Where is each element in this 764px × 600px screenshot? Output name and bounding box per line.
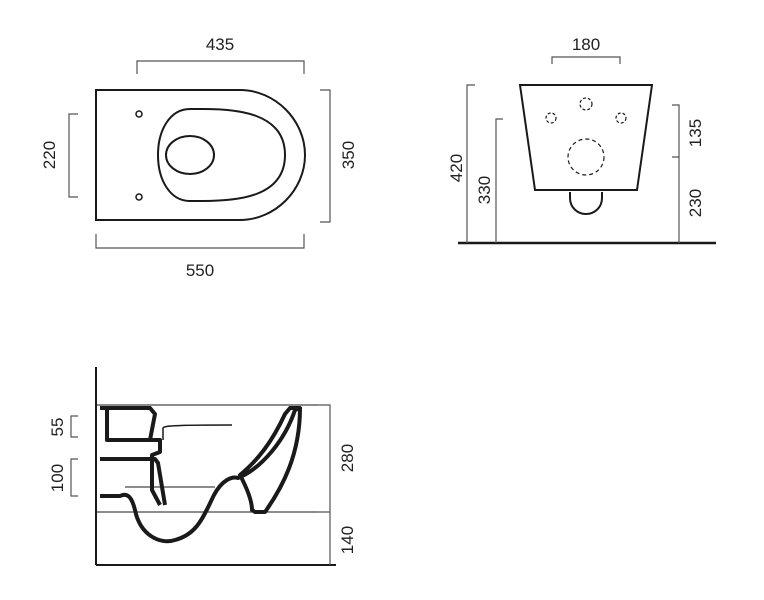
dim-180-line bbox=[551, 56, 621, 64]
bolt-hole-icon bbox=[545, 112, 557, 124]
top-view bbox=[68, 60, 331, 249]
dim-435-label: 435 bbox=[206, 35, 234, 54]
water-inlet-icon bbox=[567, 138, 605, 176]
dim-135-line bbox=[672, 104, 680, 158]
dim-100-label: 100 bbox=[48, 464, 67, 492]
dim-180-label: 180 bbox=[572, 35, 600, 54]
dim-350-label: 350 bbox=[339, 141, 358, 169]
fixing-hole-icon bbox=[135, 110, 143, 118]
dim-220-line bbox=[68, 113, 78, 198]
front-view-outline bbox=[518, 84, 654, 191]
fixing-hole-icon bbox=[135, 193, 143, 201]
dim-55-label: 55 bbox=[48, 418, 67, 437]
top-view-trap bbox=[165, 135, 215, 175]
dim-230-label: 230 bbox=[686, 189, 705, 217]
dim-280-line bbox=[318, 404, 331, 513]
dim-135-label: 135 bbox=[686, 119, 705, 147]
dim-330-line bbox=[495, 118, 503, 243]
dim-435-line bbox=[136, 60, 305, 74]
front-view bbox=[458, 56, 716, 245]
dim-140-label: 140 bbox=[338, 526, 357, 554]
dim-55-line bbox=[70, 415, 78, 438]
top-view-rim bbox=[156, 108, 287, 202]
bowl-profile bbox=[100, 406, 302, 544]
dim-280-label: 280 bbox=[338, 444, 357, 472]
top-view-outline bbox=[95, 89, 307, 221]
dim-350-line bbox=[320, 89, 331, 223]
dim-100-line bbox=[70, 458, 78, 497]
dim-330-label: 330 bbox=[475, 176, 494, 204]
bolt-hole-icon bbox=[615, 112, 627, 124]
bolt-hole-icon bbox=[579, 97, 593, 111]
side-view bbox=[70, 367, 336, 566]
dim-220-label: 220 bbox=[40, 141, 59, 169]
dim-550-line bbox=[95, 234, 305, 249]
front-view-outlet bbox=[569, 192, 603, 216]
dim-420-line bbox=[466, 84, 475, 243]
inlet-channel bbox=[162, 424, 233, 440]
dim-550-label: 550 bbox=[186, 261, 214, 280]
dim-420-label: 420 bbox=[447, 154, 466, 182]
